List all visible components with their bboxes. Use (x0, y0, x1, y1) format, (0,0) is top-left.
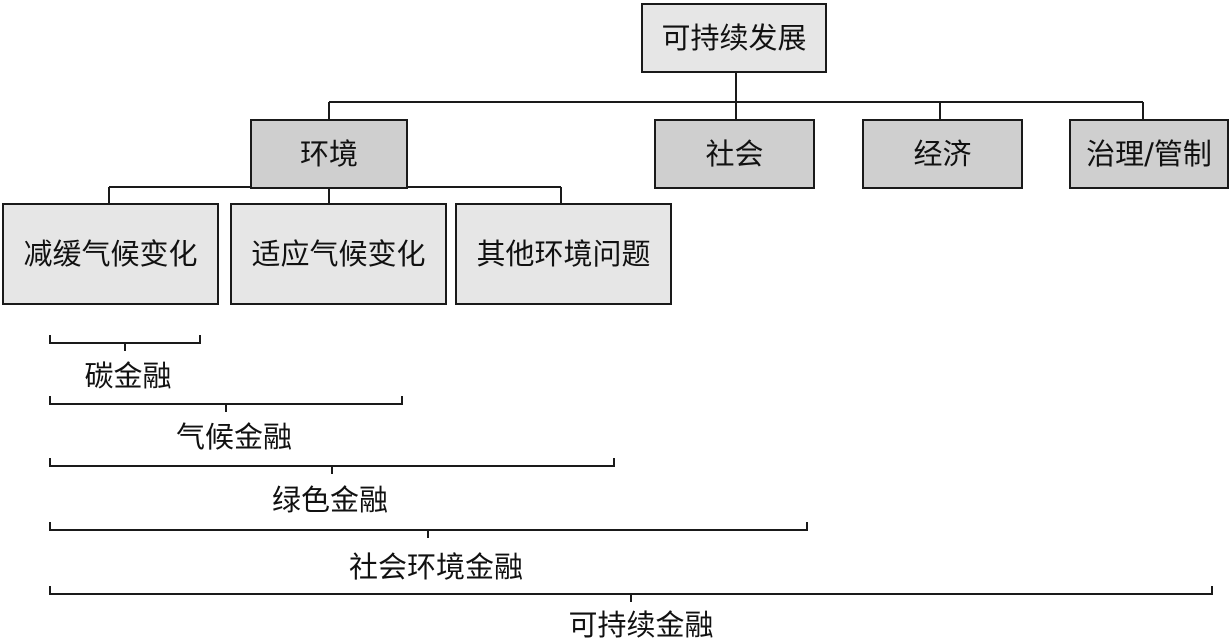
brace-label-green-finance: 绿色金融 (271, 483, 389, 517)
pillar-box-governance: 治理/管制 (1069, 119, 1229, 189)
env-child-label-adaptation: 适应气候变化 (251, 236, 426, 271)
pillar-label-governance: 治理/管制 (1086, 136, 1212, 171)
brace-label-social-environmental-finance: 社会环境金融 (348, 550, 524, 584)
brace-label-climate-finance: 气候金融 (175, 420, 293, 454)
env-child-label-other: 其他环境问题 (476, 236, 651, 271)
pillar-box-economy: 经济 (862, 119, 1023, 189)
env-child-label-mitigation: 减缓气候变化 (23, 236, 198, 271)
root-box-sustainable-development: 可持续发展 (641, 3, 827, 73)
brace-green-finance (49, 458, 615, 474)
env-child-box-mitigation: 减缓气候变化 (2, 203, 219, 305)
brace-sustainable-finance (49, 586, 1213, 602)
brace-climate-finance (49, 396, 403, 412)
pillar-box-environment: 环境 (250, 119, 408, 189)
pillar-label-society: 社会 (705, 136, 764, 171)
pillar-label-environment: 环境 (299, 136, 358, 171)
pillar-box-society: 社会 (654, 119, 815, 189)
brace-social-environmental-finance (49, 522, 808, 538)
brace-label-carbon-finance: 碳金融 (84, 359, 172, 393)
brace-label-sustainable-finance: 可持续金融 (568, 608, 714, 642)
root-label: 可持续发展 (661, 20, 807, 55)
brace-carbon-finance (49, 335, 201, 351)
env-child-box-adaptation: 适应气候变化 (230, 203, 447, 305)
env-child-box-other: 其他环境问题 (455, 203, 672, 305)
pillar-label-economy: 经济 (913, 136, 972, 171)
